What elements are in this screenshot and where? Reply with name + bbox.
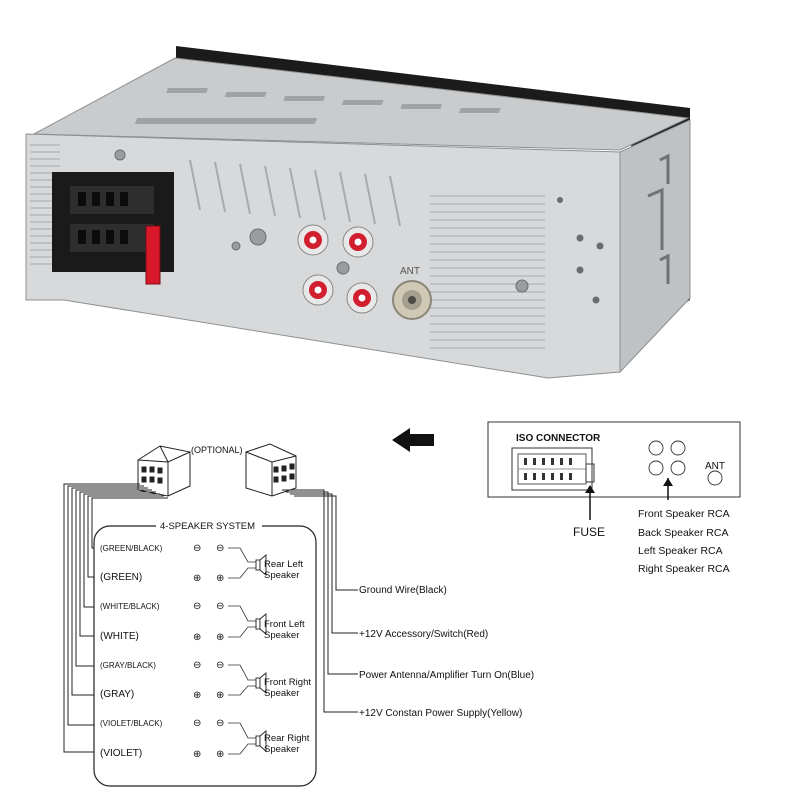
wire-label-green: (GREEN): [100, 572, 142, 583]
rca-arrow-head-icon: [663, 478, 673, 486]
plus-icon: ⊕: [193, 573, 201, 584]
rca-diagram: [648, 440, 686, 476]
mount-holes: [557, 197, 604, 304]
wire-label-white-black: (WHITE/BLACK): [100, 602, 160, 611]
optional-label: (OPTIONAL): [191, 445, 243, 455]
plus-icon: ⊕: [216, 749, 224, 760]
antenna-label: ANT: [400, 266, 420, 277]
power-wire-labels: Ground Wire(Black) +12V Accessory/Switch…: [359, 585, 534, 719]
fuse-arrow-head-icon: [585, 485, 595, 493]
plus-icon: ⊕: [216, 632, 224, 643]
accessory-wire-label: +12V Accessory/Switch(Red): [359, 629, 488, 640]
wire-label-gray: (GRAY): [100, 689, 134, 700]
minus-icon: ⊖: [193, 718, 201, 729]
speaker-icons: [255, 554, 267, 752]
speaker-front-left-l1: Front Left: [264, 619, 305, 630]
minus-icon: ⊖: [216, 543, 224, 554]
wire-label-white: (WHITE): [100, 631, 139, 642]
car-stereo-photo: ANT: [25, 46, 691, 379]
speaker-labels: Rear Left Speaker Front Left Speaker Fro…: [264, 559, 311, 755]
speaker-icon: [255, 613, 267, 635]
iso-pin-diagram: [511, 447, 595, 491]
side-panel: [619, 119, 691, 374]
rca-legend-left: Left Speaker RCA: [638, 545, 723, 557]
plus-icon: ⊕: [193, 632, 201, 643]
constant-power-label: +12V Constan Power Supply(Yellow): [359, 708, 522, 719]
wiring-diagram: ISO CONNECTOR FUSE ANT Front Speaker RCA…: [63, 421, 741, 787]
speaker-icon: [255, 730, 267, 752]
wire-label-green-black: (GREEN/BLACK): [100, 544, 163, 553]
iso-panel-title: ISO CONNECTOR: [516, 433, 601, 444]
wire-label-violet: (VIOLET): [100, 748, 142, 759]
plus-icon: ⊕: [193, 690, 201, 701]
harness-connector-left: [137, 445, 191, 497]
screws: [114, 149, 529, 293]
system-title-backing: [156, 519, 262, 533]
arrow-left-icon: [392, 428, 434, 452]
speaker-icon: [255, 672, 267, 694]
speaker-front-right-l2: Speaker: [264, 688, 299, 699]
ant-diagram-icon: [707, 470, 723, 486]
minus-icon: ⊖: [216, 718, 224, 729]
system-title: 4-SPEAKER SYSTEM: [160, 521, 255, 532]
fuse-label: FUSE: [573, 525, 605, 539]
minus-icon: ⊖: [193, 543, 201, 554]
speaker-rear-left-l2: Speaker: [264, 570, 299, 581]
ground-wire-label: Ground Wire(Black): [359, 585, 447, 596]
speaker-icon: [255, 554, 267, 576]
rca-legend-right: Right Speaker RCA: [638, 563, 730, 575]
minus-icon: ⊖: [216, 660, 224, 671]
wire-label-violet-black: (VIOLET/BLACK): [100, 719, 163, 728]
top-vents: [134, 88, 501, 124]
minus-icon: ⊖: [193, 601, 201, 612]
wire-label-gray-black: (GRAY/BLACK): [100, 661, 156, 670]
minus-icon: ⊖: [216, 601, 224, 612]
plus-icon: ⊕: [216, 573, 224, 584]
plus-icon: ⊕: [193, 749, 201, 760]
minus-icon: ⊖: [193, 660, 201, 671]
left-wire-bundle: [63, 483, 168, 753]
right-wire-bundle: [282, 489, 358, 713]
speaker-front-right-l1: Front Right: [264, 677, 311, 688]
rca-legend-back: Back Speaker RCA: [638, 527, 728, 539]
speaker-front-left-l2: Speaker: [264, 630, 299, 641]
rca-jacks: [297, 224, 378, 314]
speaker-rear-right-l2: Speaker: [264, 744, 299, 755]
harness-connector-right: [245, 443, 297, 497]
speaker-leads: [228, 547, 256, 755]
plus-icon: ⊕: [216, 690, 224, 701]
wire-labels: (GREEN/BLACK) (GREEN) (WHITE/BLACK) (WHI…: [100, 544, 163, 759]
polarity-symbols: ⊖ ⊖ ⊕ ⊕ ⊖ ⊖ ⊕ ⊕ ⊖ ⊖ ⊕ ⊕ ⊖ ⊖ ⊕ ⊕: [193, 543, 224, 760]
top-fins: [189, 159, 401, 227]
speaker-rear-right-l1: Rear Right: [264, 733, 310, 744]
fuse: [145, 225, 161, 285]
side-cutouts: [647, 153, 670, 284]
antenna-wire-label: Power Antenna/Amplifier Turn On(Blue): [359, 670, 534, 681]
antenna-socket: [392, 280, 432, 320]
iso-connector: [52, 172, 174, 272]
speaker-rear-left-l1: Rear Left: [264, 559, 303, 570]
iso-ant-label: ANT: [705, 461, 725, 472]
rca-legend-front: Front Speaker RCA: [638, 508, 730, 520]
